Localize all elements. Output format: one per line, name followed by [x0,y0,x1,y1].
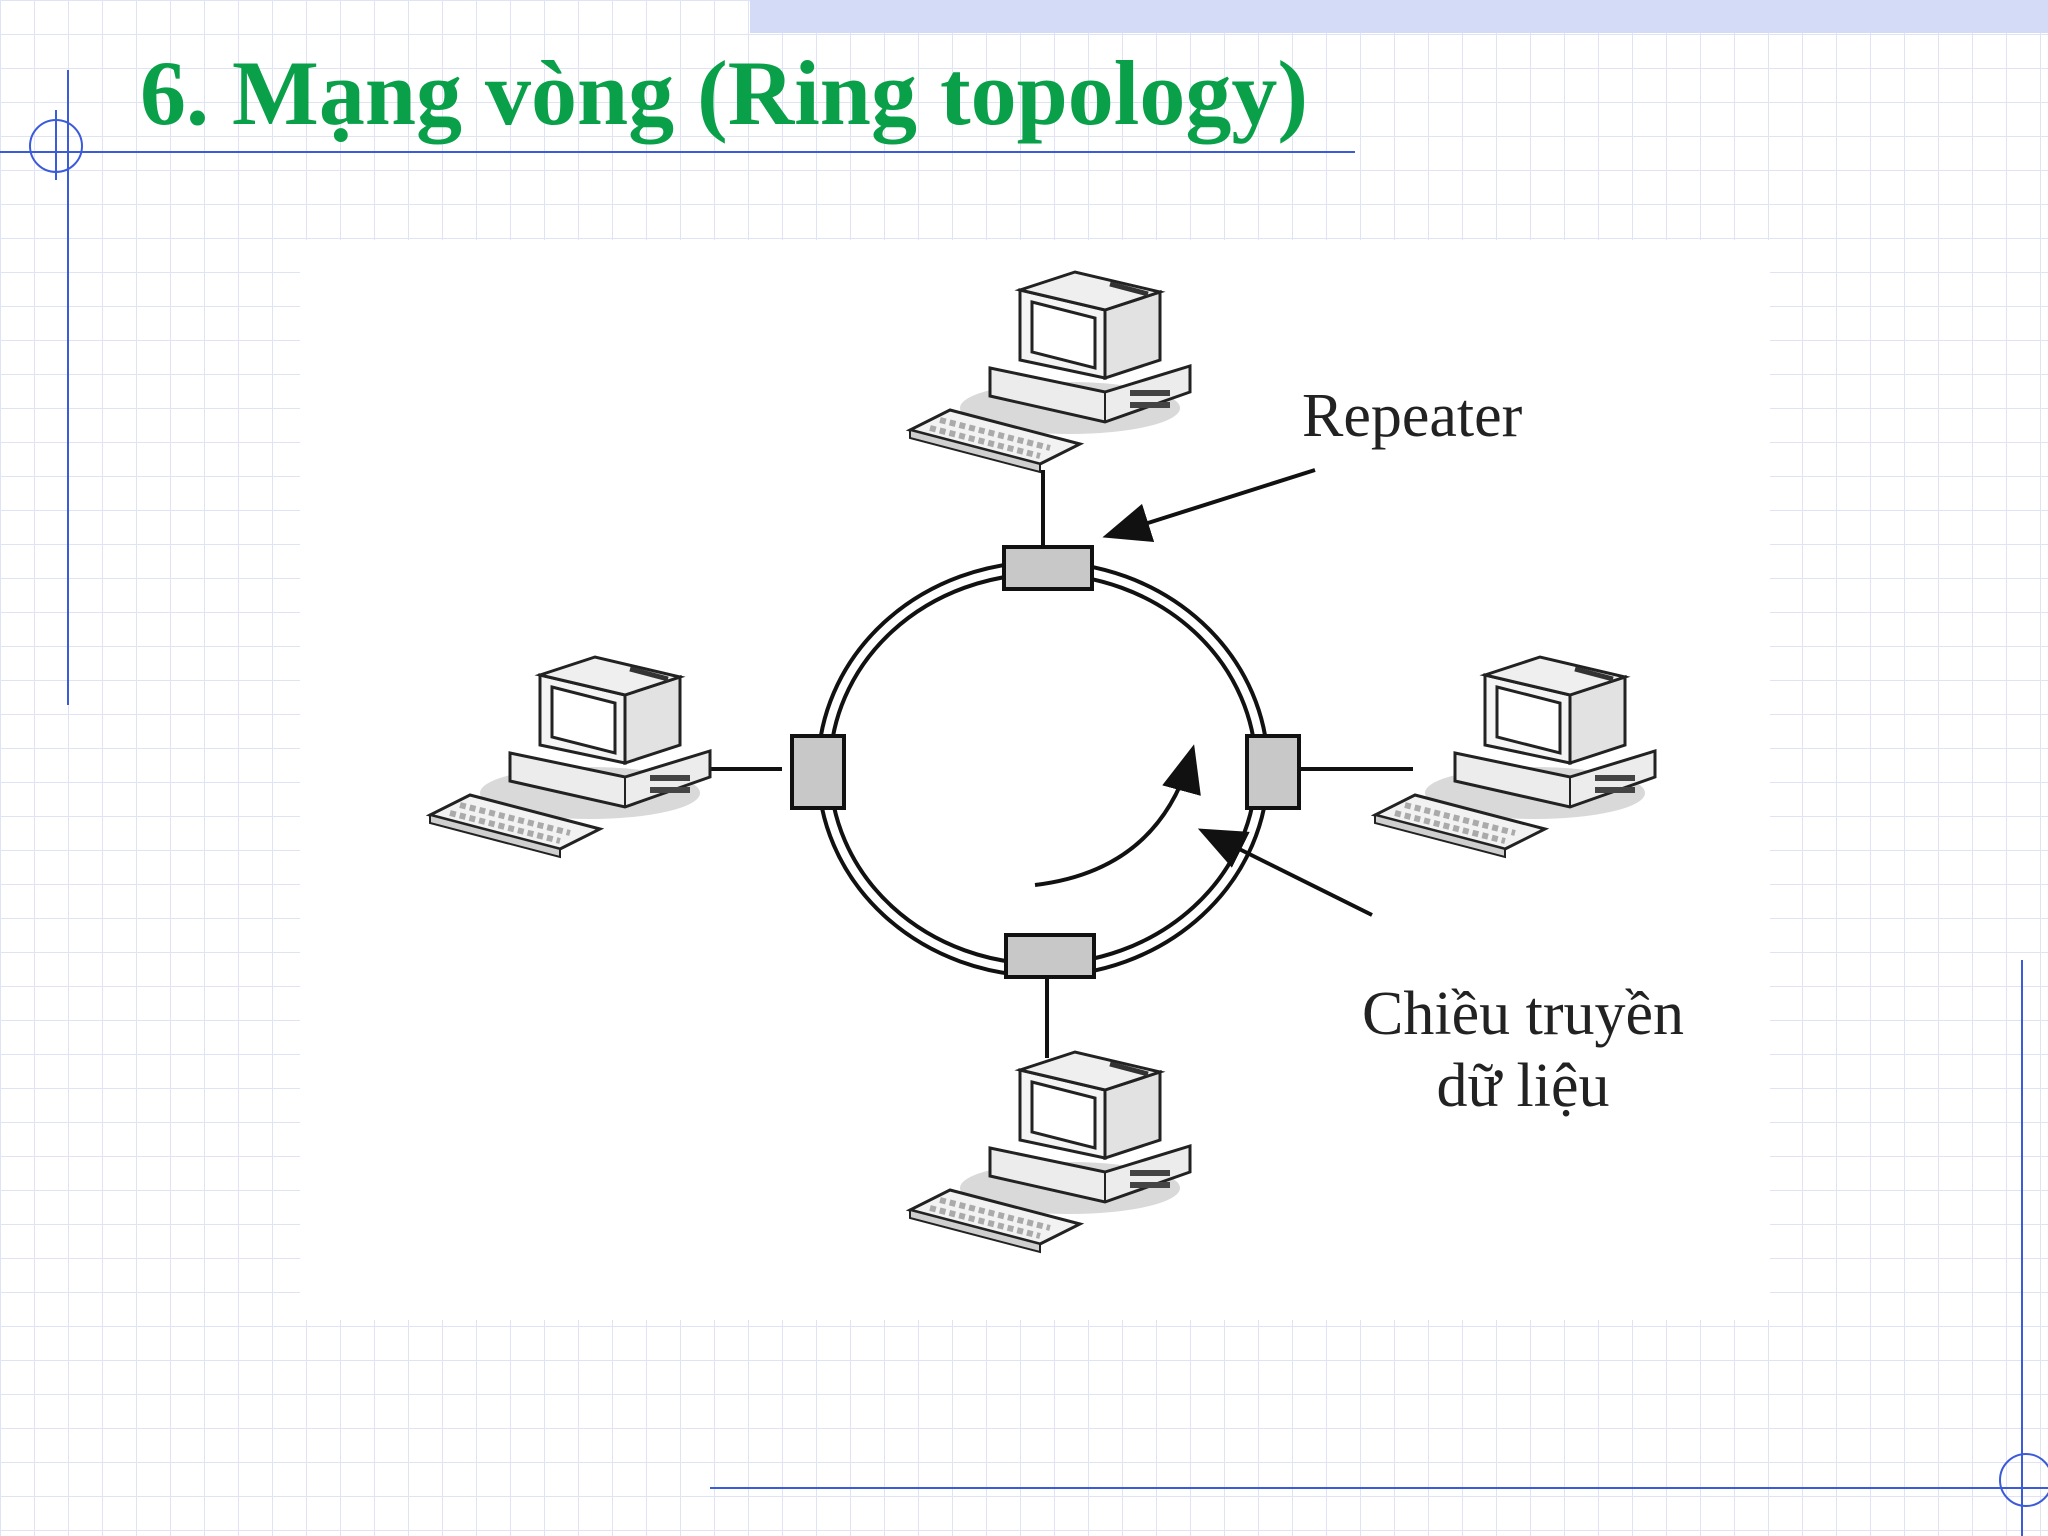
repeater-bottom [1004,933,1096,979]
repeater-pointer-arrow [1102,468,1316,542]
data-direction-label: Chiều truyền dữ liệu [1333,978,1713,1122]
repeater-left [790,734,846,810]
data-direction-label-line2: dữ liệu [1436,1052,1610,1120]
direction-curved-arrow [1034,744,1201,887]
data-direction-label-line1: Chiều truyền [1362,980,1684,1048]
repeater-right [1245,734,1301,810]
bottom-right-crosshair [1999,1453,2048,1507]
repeater-top [1002,545,1094,591]
computer-top [910,272,1190,472]
computer-bottom [910,1052,1190,1252]
ring-inner [828,572,1258,966]
ring-outer [816,560,1270,978]
repeater-label: Repeater [1302,382,1523,450]
slide-title: 6. Mạng vòng (Ring topology) [140,42,1308,144]
header-band [750,0,2048,33]
computer-left [430,657,710,857]
direction-pointer-arrow [1197,828,1373,917]
computer-right [1375,657,1655,857]
